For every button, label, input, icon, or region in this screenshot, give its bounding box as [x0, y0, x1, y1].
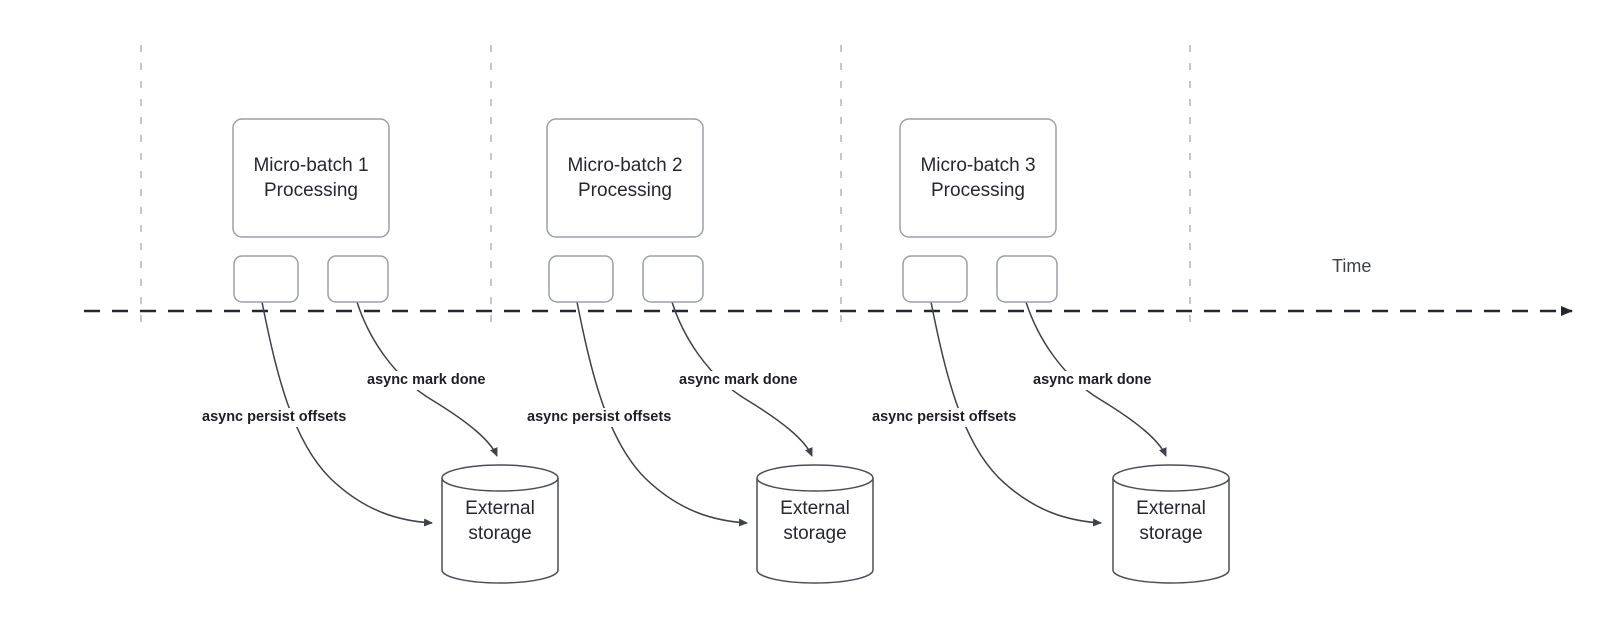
persist-offsets-task-1-box[interactable]	[233, 255, 299, 303]
storage-cylinder-top	[1112, 464, 1230, 492]
persist-offsets-edge-1-label: async persist offsets	[199, 408, 350, 427]
time-axis-label: Time	[1332, 256, 1372, 276]
mark-done-edge-2-label: async mark done	[676, 371, 801, 390]
persist-offsets-edge-2	[576, 301, 748, 527]
mark-done-task-1-box[interactable]	[327, 255, 389, 303]
boundary-gridlines	[140, 45, 1191, 330]
micro-batch-3-box[interactable]	[899, 118, 1057, 238]
micro-batch-2-box[interactable]	[546, 118, 704, 238]
persist-offsets-edge-3-label: async persist offsets	[869, 408, 1020, 427]
persist-offsets-edge-2-label: async persist offsets	[524, 408, 675, 427]
persist-offsets-task-2-box[interactable]	[548, 255, 614, 303]
storage-cylinder-top	[756, 464, 874, 492]
external-storage-1	[441, 464, 559, 584]
storage-cylinder-body	[441, 478, 559, 584]
external-storage-2	[756, 464, 874, 584]
persist-offsets-edge-1	[261, 301, 433, 527]
persist-offsets-task-3-box[interactable]	[902, 255, 968, 303]
storage-cylinder-body	[756, 478, 874, 584]
persist-offsets-edge-3	[930, 301, 1102, 527]
micro-batch-1-box[interactable]	[232, 118, 390, 238]
diagram-shapes	[232, 118, 1230, 584]
mark-done-edge-3-label: async mark done	[1030, 371, 1155, 390]
mark-done-edge-2	[671, 301, 813, 457]
edge-connectors	[261, 301, 1167, 527]
storage-cylinder-body	[1112, 478, 1230, 584]
mark-done-task-3-box[interactable]	[996, 255, 1058, 303]
mark-done-task-2-box[interactable]	[642, 255, 704, 303]
mark-done-edge-3	[1025, 301, 1167, 457]
storage-cylinder-top	[441, 464, 559, 492]
external-storage-3	[1112, 464, 1230, 584]
mark-done-edge-1-label: async mark done	[364, 371, 489, 390]
mark-done-edge-1	[356, 301, 498, 457]
